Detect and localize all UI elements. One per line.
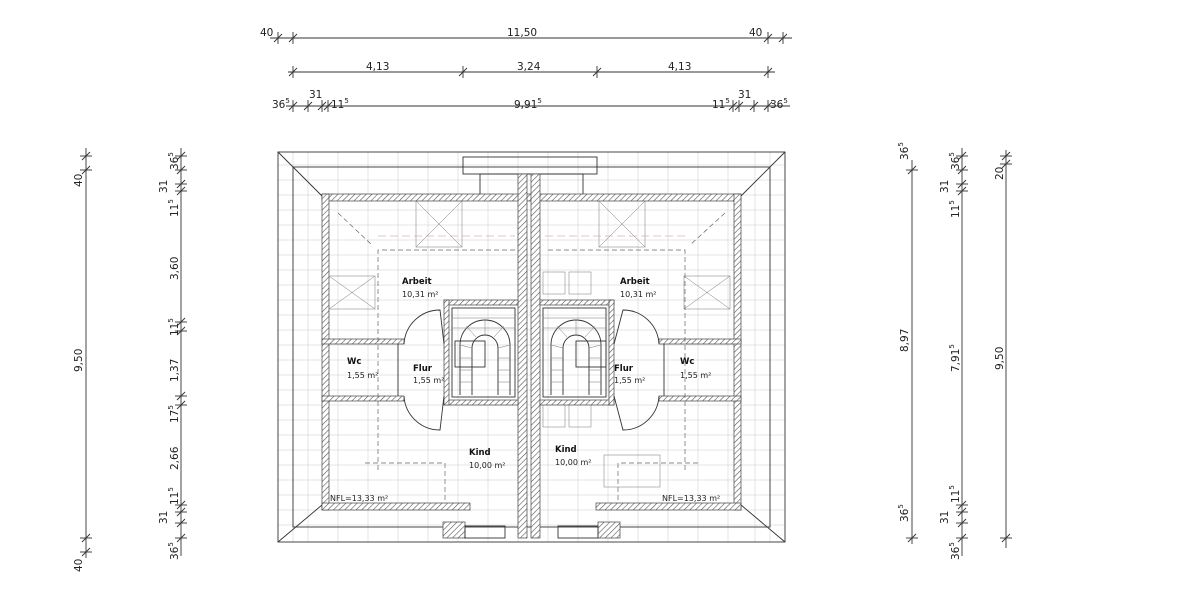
built-in-storage <box>328 200 731 488</box>
dim-top-room-b: 3,24 <box>517 61 541 73</box>
right-dimension-chains: 365 8,97 365 365 31 115 7,915 115 31 365… <box>897 142 1012 560</box>
dim-right-b-5: 115 <box>948 485 962 503</box>
window-sill-right <box>597 521 621 539</box>
window-sill-left <box>442 521 466 539</box>
dim-top-inner-b: 31 <box>309 89 322 101</box>
dim-left-inner-1: 365 <box>167 152 181 170</box>
dim-right-c-middle: 9,50 <box>994 347 1006 370</box>
dim-top-inner-d: 9,915 <box>514 97 542 111</box>
room-area-kind-right: 10,00 m² <box>555 458 591 467</box>
room-name-kind-right: Kind <box>555 445 577 455</box>
dim-right-b-7: 365 <box>948 542 962 560</box>
door-swings <box>397 309 665 431</box>
party-wall-right <box>530 173 541 539</box>
dim-top-overall: 11,50 <box>507 27 537 39</box>
dim-left-inner-10: 31 <box>158 511 170 524</box>
dim-top-inner-g: 365 <box>770 97 788 111</box>
floor-plan: Arbeit 10,31 m² Arbeit 10,31 m² Wc 1,55 … <box>277 151 786 543</box>
room-area-arbeit-left: 10,31 m² <box>402 290 438 299</box>
room-name-kind-left: Kind <box>469 448 491 458</box>
room-name-arbeit-right: Arbeit <box>620 277 650 287</box>
dim-right-a-middle: 8,97 <box>899 329 911 352</box>
dim-left-inner-7: 175 <box>167 405 181 423</box>
party-wall-left <box>517 173 528 539</box>
dim-top-inner-c: 115 <box>331 97 349 111</box>
room-area-wc-right: 1,55 m² <box>680 371 711 380</box>
room-area-wc-left: 1,55 m² <box>347 371 378 380</box>
dim-right-b-2: 31 <box>939 180 951 193</box>
dim-top-room-a: 4,13 <box>366 61 389 73</box>
exterior-wall-left <box>321 193 330 511</box>
dim-right-b-4: 7,915 <box>948 344 962 372</box>
dim-right-c-top: 20 <box>994 167 1006 180</box>
room-name-arbeit-left: Arbeit <box>402 277 432 287</box>
dim-left-inner-11: 365 <box>167 542 181 560</box>
dim-right-a-bottom: 365 <box>897 504 911 522</box>
dim-left-inner-5: 115 <box>167 318 181 336</box>
room-area-flur-left: 1,55 m² <box>413 376 444 385</box>
dim-left-inner-4: 3,60 <box>169 257 181 280</box>
room-area-arbeit-right: 10,31 m² <box>620 290 656 299</box>
room-name-wc-right: Wc <box>680 357 694 367</box>
room-name-flur-left: Flur <box>413 364 433 374</box>
dim-left-outer-bottom: 40 <box>73 559 85 572</box>
roof-outline <box>277 151 786 543</box>
exterior-wall-right <box>733 193 742 511</box>
dim-right-b-3: 115 <box>948 200 962 218</box>
room-area-kind-left: 10,00 m² <box>469 461 505 470</box>
staircase-left <box>451 307 516 398</box>
dim-left-inner-3: 115 <box>167 199 181 217</box>
room-name-flur-right: Flur <box>614 364 634 374</box>
dim-left-outer-top: 40 <box>73 174 85 187</box>
dim-top-inner-e: 115 <box>712 97 730 111</box>
dim-right-b-6: 31 <box>939 511 951 524</box>
room-labels: Arbeit 10,31 m² Arbeit 10,31 m² Wc 1,55 … <box>330 277 720 503</box>
dim-top-inner-a: 365 <box>272 97 290 111</box>
room-area-flur-right: 1,55 m² <box>614 376 645 385</box>
dim-left-inner-6: 1,37 <box>169 359 181 382</box>
dim-right-a-top: 365 <box>897 142 911 160</box>
nfl-right: NFL=13,33 m² <box>662 494 720 503</box>
dim-left-outer-middle: 9,50 <box>73 349 85 372</box>
dim-top-room-c: 4,13 <box>668 61 691 73</box>
dim-left-inner-8: 2,66 <box>169 446 181 470</box>
dim-right-b-1: 365 <box>948 152 962 170</box>
dim-top-right-40: 40 <box>749 27 762 39</box>
dim-top-inner-f: 31 <box>738 89 751 101</box>
staircase-right <box>542 307 607 398</box>
attic-knee-walls <box>337 212 726 503</box>
dim-left-inner-9: 115 <box>167 487 181 505</box>
top-dimension-chains: 40 11,50 40 4,13 3,24 4,13 365 31 115 <box>260 27 792 112</box>
dim-left-inner-2: 31 <box>158 180 170 193</box>
room-name-wc-left: Wc <box>347 357 361 367</box>
dim-top-left-40: 40 <box>260 27 273 39</box>
left-dimension-chains: 40 9,50 40 365 31 115 3,60 115 1,37 175 … <box>73 148 187 572</box>
nfl-left: NFL=13,33 m² <box>330 494 388 503</box>
